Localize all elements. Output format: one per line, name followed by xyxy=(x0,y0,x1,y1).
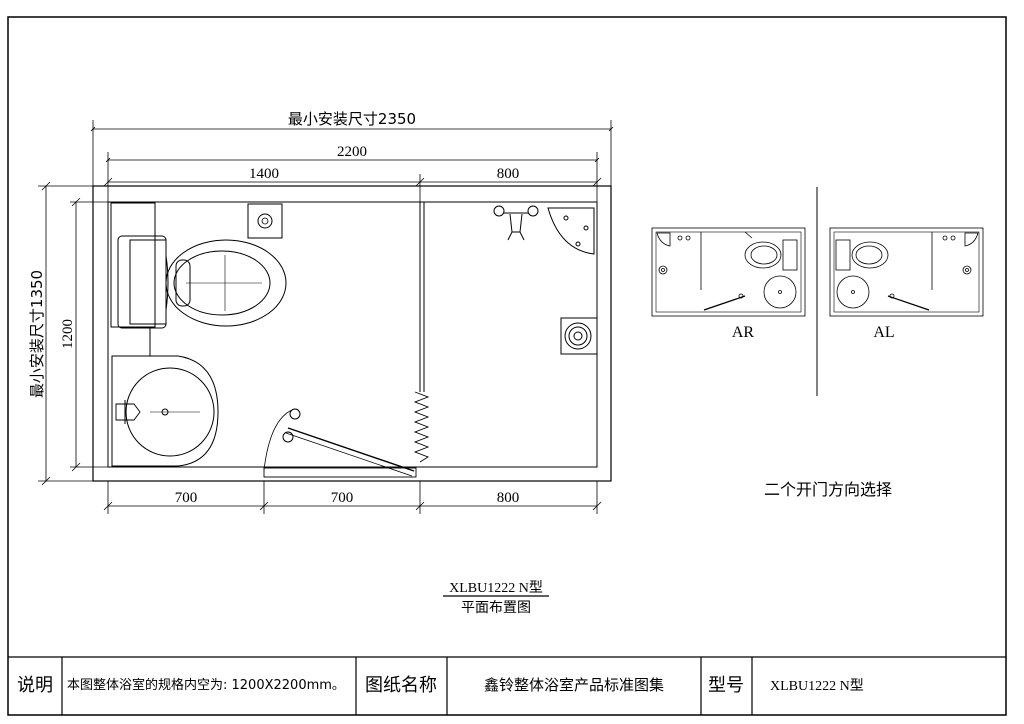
drain-pipe xyxy=(149,328,176,357)
variant-ar-label: AR xyxy=(732,324,755,341)
title-block-model-label: 型号 xyxy=(708,675,744,696)
title-block xyxy=(8,656,1006,715)
dim-bottom-1: 700 xyxy=(175,490,198,506)
dim-bottom-3: 800 xyxy=(497,490,520,506)
dimension-lines xyxy=(38,120,614,514)
sheet-border xyxy=(7,16,1007,716)
variant-al-plan xyxy=(829,227,984,317)
floor-plan xyxy=(92,185,612,482)
variant-al-label: AL xyxy=(873,324,894,341)
dim-bottom-2: 700 xyxy=(331,490,354,506)
shower-mixer xyxy=(493,205,539,241)
title-block-drawing-name-label: 图纸名称 xyxy=(365,675,437,696)
floor-drain-left xyxy=(247,203,283,239)
drawing-title-model: XLBU1222 N型 xyxy=(449,580,543,596)
dim-inner-depth: 1200 xyxy=(60,319,76,349)
dim-min-install-depth: 最小安装尺寸1350 xyxy=(28,270,46,398)
drawing-title-subtitle: 平面布置图 xyxy=(461,600,531,616)
corner-shelf xyxy=(547,207,595,255)
variants-caption: 二个开门方向选择 xyxy=(764,480,892,499)
title-block-note-label: 说明 xyxy=(17,675,53,696)
inner-room xyxy=(107,201,598,468)
title-block-drawing-name: 鑫铃整体浴室产品标准图集 xyxy=(484,676,664,694)
toilet xyxy=(110,202,287,329)
outer-footprint xyxy=(92,185,612,482)
wash-basin xyxy=(111,355,219,467)
dim-overall-width: 2200 xyxy=(337,144,367,160)
shower-floor-drain xyxy=(560,317,598,355)
title-block-model-value: XLBU1222 N型 xyxy=(770,678,864,694)
dim-top-left-width: 1400 xyxy=(249,166,279,182)
dim-min-install-width: 最小安装尺寸2350 xyxy=(288,110,416,128)
shower-door xyxy=(263,408,417,478)
variant-ar-plan xyxy=(651,227,806,317)
title-block-note-text: 本图整体浴室的规格内空为: 1200X2200mm。 xyxy=(67,677,345,693)
dim-top-right-width: 800 xyxy=(497,166,520,182)
folding-screen xyxy=(413,391,430,463)
